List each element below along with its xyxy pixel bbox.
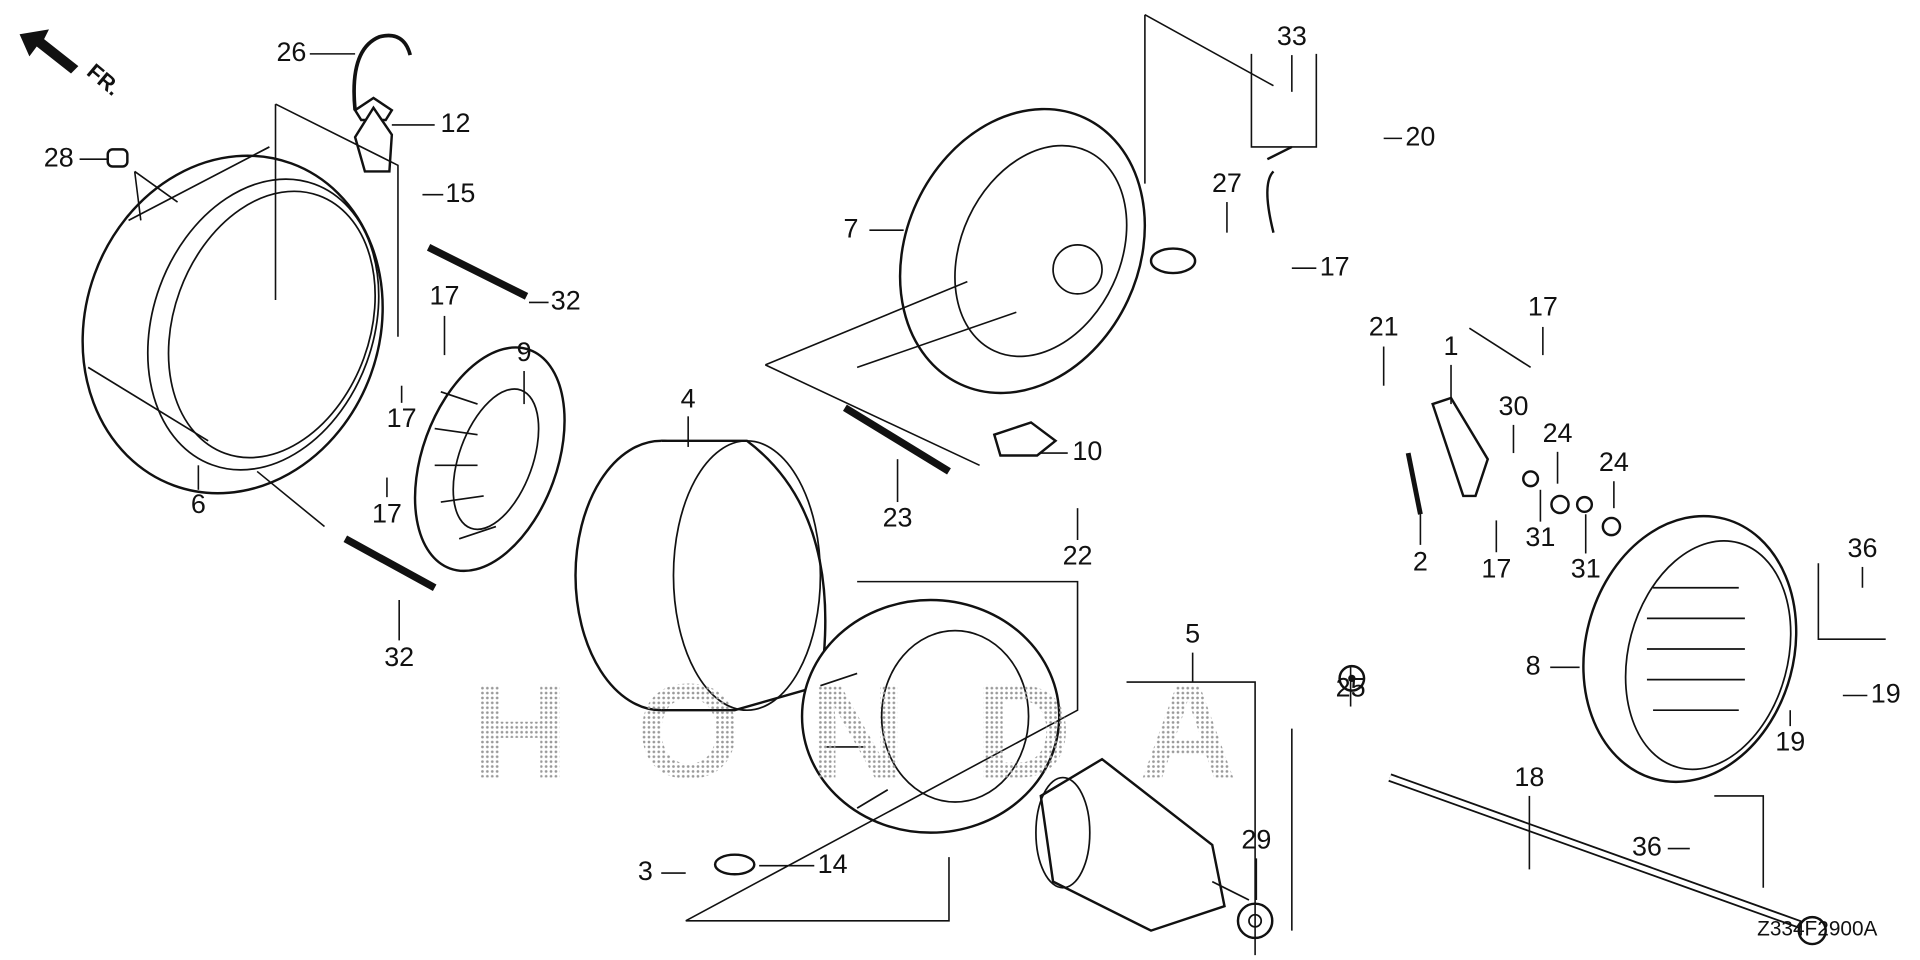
callout-30: 30 <box>1498 391 1528 421</box>
callout-19: 19 <box>1775 726 1805 756</box>
leader-lines <box>79 13 1886 956</box>
cooling-fan-part <box>413 346 566 573</box>
front-direction-arrow-icon: FR. <box>19 29 126 101</box>
callout-17: 17 <box>1528 292 1558 322</box>
callout-5: 5 <box>1185 619 1200 649</box>
callout-2: 2 <box>1413 546 1428 576</box>
callout-6: 6 <box>191 489 206 519</box>
callout-26: 26 <box>276 37 306 67</box>
direction-label: FR. <box>82 59 125 101</box>
end-cover-part <box>1582 514 1798 784</box>
callout-10: 10 <box>1072 436 1102 466</box>
callout-18: 18 <box>1514 762 1544 792</box>
callout-12: 12 <box>441 108 471 138</box>
small-parts <box>106 33 1622 940</box>
callout-27: 27 <box>1212 168 1242 198</box>
callout-33: 33 <box>1277 21 1307 51</box>
callout-17: 17 <box>387 403 417 433</box>
callout-32: 32 <box>551 286 581 316</box>
callout-28: 28 <box>44 142 74 172</box>
callout-3: 3 <box>638 856 653 886</box>
callout-24: 24 <box>1599 447 1629 477</box>
callout-20: 20 <box>1405 121 1435 151</box>
stator-part <box>800 598 1061 834</box>
callout-29: 29 <box>1241 824 1271 854</box>
callout-21: 21 <box>1369 311 1399 341</box>
callout-9: 9 <box>517 337 532 367</box>
callout-24: 24 <box>1543 418 1573 448</box>
callout-25: 25 <box>1336 672 1366 702</box>
callout-8: 8 <box>1526 650 1541 680</box>
callout-31: 31 <box>1525 522 1555 552</box>
callout-15: 15 <box>445 178 475 208</box>
callout-17: 17 <box>430 281 460 311</box>
rear-bracket-part <box>898 107 1147 395</box>
callout-36: 36 <box>1632 832 1662 862</box>
stator-cover-part <box>574 439 827 712</box>
callout-17: 17 <box>1481 554 1511 584</box>
callout-4: 4 <box>681 384 696 414</box>
callout-17: 17 <box>372 499 402 529</box>
fan-cover-part <box>81 146 384 495</box>
callout-23: 23 <box>883 502 913 532</box>
callout-labels: 26 12 28 15 32 17 9 17 17 6 32 4 7 33 20… <box>44 21 1901 940</box>
callout-14: 14 <box>818 849 848 879</box>
callout-31: 31 <box>1571 554 1601 584</box>
callout-22: 22 <box>1063 540 1093 570</box>
callout-1: 1 <box>1444 331 1459 361</box>
through-bolt-part <box>1388 773 1827 946</box>
callout-36: 36 <box>1847 533 1877 563</box>
callout-19: 19 <box>1871 679 1901 709</box>
callout-32: 32 <box>384 642 414 672</box>
callout-17: 17 <box>1320 251 1350 281</box>
callout-7: 7 <box>844 213 859 243</box>
rotor-part <box>1035 757 1250 932</box>
drawing-code: Z334F2900A <box>1757 918 1877 941</box>
